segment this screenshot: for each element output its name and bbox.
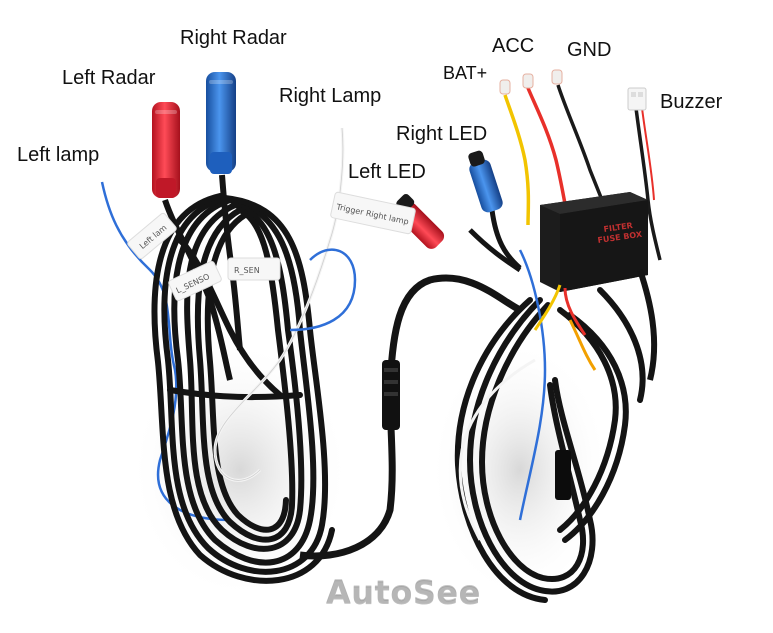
label-right-radar: Right Radar [180, 27, 287, 49]
label-bat-plus: BAT+ [443, 63, 488, 83]
connector-ridge [384, 380, 398, 384]
box-cable [637, 269, 658, 381]
plug-pin [638, 92, 643, 97]
right-sensor-tag-text: R_SEN [234, 266, 260, 275]
bat-wire-tip [499, 79, 511, 95]
label-left-lamp: Left lamp [17, 144, 100, 166]
box-wire-red [563, 287, 587, 336]
box-wire-yellow [533, 284, 562, 331]
bat-wire [503, 94, 531, 226]
filter-fuse-box: FILTER FUSE BOX [540, 192, 648, 292]
label-buzzer: Buzzer [660, 91, 723, 113]
label-gnd: GND [567, 39, 612, 61]
right-led-connector [468, 150, 522, 270]
right-white-wire [458, 358, 536, 541]
right-radar-connector [206, 72, 236, 174]
connector-ridge [384, 392, 398, 396]
left-radar-cable [162, 199, 233, 381]
sleeve [555, 450, 571, 500]
plug-pin [631, 92, 636, 97]
blue-loop-wire [289, 248, 357, 332]
right-sensor-tag: R_SEN [227, 257, 281, 281]
right-blue-wire [518, 249, 547, 521]
buzzer-plug [627, 87, 647, 111]
left-lamp-tag: Left lam [127, 212, 177, 260]
label-acc: ACC [492, 35, 535, 57]
autosee-watermark: AutoSee [326, 574, 481, 612]
acc-wire-tip [522, 73, 534, 89]
acc-wire [526, 87, 570, 221]
gnd-wire [556, 84, 606, 206]
left-radar-connector [152, 102, 180, 198]
fuse-box-label-line1: FILTER [603, 221, 633, 234]
label-right-led: Right LED [396, 123, 488, 145]
label-left-led: Left LED [348, 161, 426, 183]
buzzer-wire-black [634, 107, 662, 261]
left-sensor-tag: L_SENSO [168, 260, 222, 302]
label-left-radar: Left Radar [62, 67, 156, 89]
left-lamp-wire [100, 181, 231, 522]
buzzer-wire-red [641, 107, 655, 201]
gnd-wire-tip [551, 69, 563, 85]
connector-ridge [384, 368, 398, 372]
orange-wire [568, 319, 597, 371]
label-right-lamp: Right Lamp [279, 85, 382, 107]
